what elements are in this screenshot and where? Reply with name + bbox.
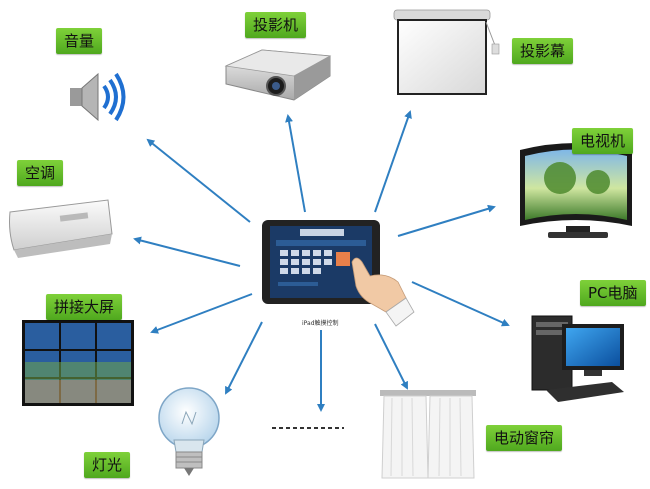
label-volume: 音量 (56, 28, 103, 54)
arrow-pc (411, 281, 510, 327)
label-light: 灯光 (84, 452, 131, 478)
tablet-icon (262, 220, 415, 327)
arrow-videowall (150, 293, 253, 334)
label-pc: PC电脑 (580, 280, 646, 306)
light-bulb-icon (158, 387, 220, 476)
arrow-aircon (133, 236, 241, 267)
arrow-light (225, 321, 263, 395)
speaker-icon (70, 72, 126, 122)
label-curtain: 电动窗帘 (486, 425, 563, 451)
label-projector: 投影机 (245, 12, 307, 38)
video-wall-icon (22, 320, 134, 406)
label-videowall: 拼接大屏 (46, 294, 123, 320)
tablet-caption: iPad触摸控制 (302, 319, 339, 327)
arrow-screen (374, 110, 412, 213)
curtain-icon (380, 390, 476, 479)
desktop-pc-icon (531, 315, 624, 402)
arrow-volume (146, 138, 251, 223)
arrow-curtain (374, 323, 408, 390)
projection-screen-icon (393, 9, 500, 95)
air-conditioner-icon (9, 199, 113, 258)
arrow-tv (397, 204, 496, 237)
arrows (133, 110, 510, 412)
label-tv: 电视机 (572, 128, 634, 154)
arrow-projector (285, 114, 306, 213)
projector-icon (224, 49, 332, 101)
label-screen: 投影幕 (512, 38, 574, 64)
label-aircon: 空调 (17, 160, 64, 186)
tv-icon (520, 143, 632, 238)
